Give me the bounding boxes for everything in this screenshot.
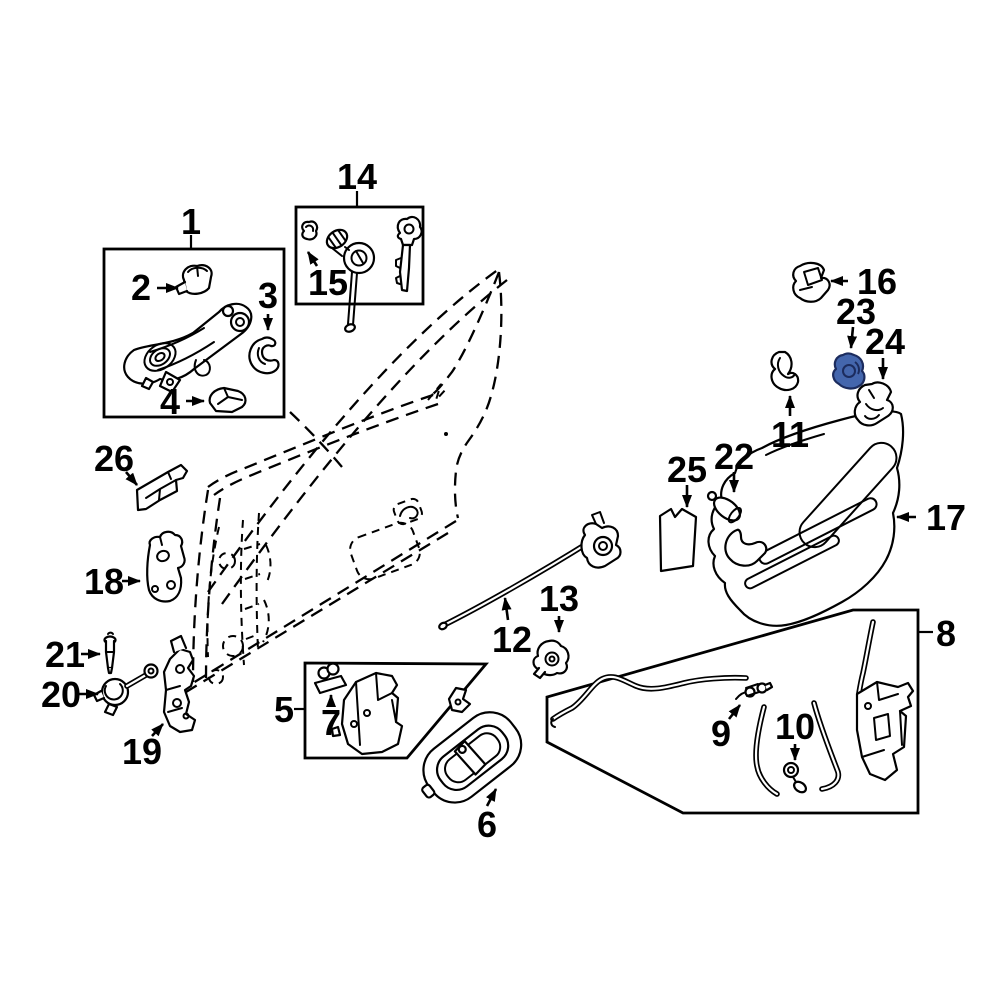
striker-hook-bracket xyxy=(770,350,800,392)
part-label-12: 12 xyxy=(492,619,532,660)
part-label-7: 7 xyxy=(321,702,341,743)
arrow-23 xyxy=(847,326,858,349)
lock-knob-bracket xyxy=(792,261,831,303)
door-lock-cylinder xyxy=(325,228,376,333)
part-label-15: 15 xyxy=(308,262,348,303)
arrow-6 xyxy=(485,788,498,807)
lock-connecting-rod-b xyxy=(811,700,842,792)
callout-arrows xyxy=(79,191,933,807)
upper-door-hinge xyxy=(146,530,186,603)
part-label-23: 23 xyxy=(836,291,876,332)
inside-lock-rod xyxy=(550,674,749,728)
hinge-pin xyxy=(103,631,117,675)
part-label-21: 21 xyxy=(45,634,85,675)
door-key xyxy=(395,215,423,293)
part-label-6: 6 xyxy=(477,804,497,845)
arrow-9 xyxy=(727,704,742,720)
part-label-8: 8 xyxy=(936,613,956,654)
part-label-24: 24 xyxy=(865,321,905,362)
rod-end-clip xyxy=(735,681,774,700)
arrow-12 xyxy=(501,597,512,621)
part-label-16: 16 xyxy=(857,261,897,302)
door-watershield-panel xyxy=(707,410,905,627)
lock-rod-bracket xyxy=(853,381,894,427)
interior-handle-bezel xyxy=(421,711,523,804)
part-label-11: 11 xyxy=(771,414,809,455)
latch-lever xyxy=(447,686,472,714)
part-label-22: 22 xyxy=(714,436,754,477)
cylinder-clip xyxy=(706,490,742,524)
part-label-14: 14 xyxy=(337,156,377,197)
part-label-17: 17 xyxy=(926,497,966,538)
interior-latch-assembly xyxy=(330,671,404,756)
highlighted-grommet xyxy=(832,352,866,390)
door-shell-outline xyxy=(185,268,508,693)
lock-cylinder-cap xyxy=(301,220,319,241)
handle-retainer-clip xyxy=(248,336,280,375)
part-label-26: 26 xyxy=(94,438,134,479)
callout-labels: 1 2 3 4 5 6 7 8 9 10 11 12 13 14 15 16 1… xyxy=(41,156,966,845)
lock-connecting-rod-a xyxy=(753,704,780,797)
glass-run-guide xyxy=(135,463,189,512)
handle-cap xyxy=(208,386,247,414)
part-label-20: 20 xyxy=(41,674,81,715)
door-latch-actuator xyxy=(855,619,915,782)
part-label-4: 4 xyxy=(160,381,180,422)
part-label-9: 9 xyxy=(711,713,731,754)
part-label-3: 3 xyxy=(258,275,278,316)
exterior-handle-assembly-box xyxy=(102,247,286,419)
arrow-15 xyxy=(306,251,319,267)
rod-clip-grommet xyxy=(782,761,808,794)
part-label-5: 5 xyxy=(274,689,294,730)
part-label-13: 13 xyxy=(539,578,579,619)
arrow-19 xyxy=(151,723,164,737)
door-check-strap xyxy=(92,663,159,717)
lock-rod-set-box xyxy=(545,608,920,815)
door-lock-rod xyxy=(438,511,622,631)
part-label-10: 10 xyxy=(775,706,815,747)
exterior-door-handle xyxy=(123,302,253,394)
latch-clip xyxy=(313,662,348,695)
part-label-1: 1 xyxy=(181,201,201,242)
rod-grommet xyxy=(532,639,570,680)
part-label-25: 25 xyxy=(667,449,707,490)
part-label-18: 18 xyxy=(84,561,124,602)
part-label-2: 2 xyxy=(131,267,151,308)
part-label-19: 19 xyxy=(122,731,162,772)
lower-door-hinge xyxy=(162,634,197,734)
seal-patch xyxy=(658,507,698,573)
arrow-26 xyxy=(125,471,138,486)
interior-latch-box xyxy=(303,661,489,760)
